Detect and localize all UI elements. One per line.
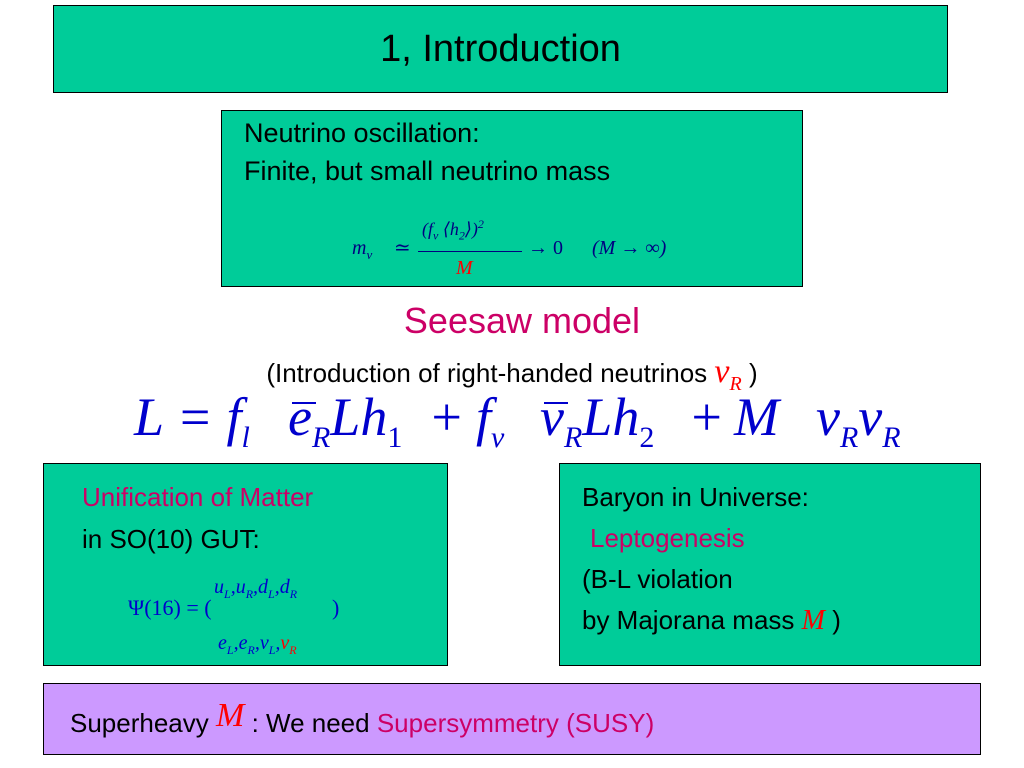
baryon-line-1: Baryon in Universe: <box>582 482 809 512</box>
lagrangian-e-term: eRLh1 <box>288 387 403 454</box>
oscillation-line-1: Neutrino oscillation: <box>244 118 480 148</box>
baryon-line-2: Leptogenesis <box>590 523 745 553</box>
formula-numerator: (fν ⟨h2⟩)2 <box>422 217 484 243</box>
formula-denominator: M <box>456 257 473 279</box>
baryon-line-4: by Majorana mass M ) <box>582 605 841 636</box>
formula-arrow: → 0 <box>528 237 563 259</box>
lagrangian-f-nu: fν <box>476 387 505 454</box>
formula-limit: (M → ∞) <box>592 237 667 259</box>
susy-text: Supersymmetry (SUSY) <box>376 708 655 738</box>
lagrangian-M: M <box>734 387 779 447</box>
formula-approx: ≃ <box>394 237 411 259</box>
seesaw-subtitle: (Introduction of right-handed neutrinos … <box>266 353 758 395</box>
quark-row: uL,uR,dL,dR <box>214 576 298 601</box>
baryon-box: Baryon in Universe: Leptogenesis (B-L vi… <box>559 463 981 666</box>
superheavy-line: Superheavy M : We need Supersymmetry (SU… <box>70 697 655 739</box>
psi-close: ) <box>332 595 340 620</box>
nu-bar <box>544 402 568 404</box>
lagrangian-nu-term: νRLh2 <box>540 387 655 454</box>
plus-2: + <box>688 387 725 447</box>
unification-line-1: Unification of Matter <box>82 482 314 512</box>
plus-1: + <box>428 387 465 447</box>
slide-title: 1, Introduction <box>380 27 621 70</box>
e-bar <box>292 402 316 404</box>
lagrangian-nu-nu: νRνR <box>816 387 901 454</box>
lepton-row: eL,eR,νL,νR <box>218 632 297 657</box>
superheavy-M: M <box>216 697 245 734</box>
title-box: 1, Introduction <box>53 5 948 93</box>
baryon-line-3: (B-L violation <box>582 564 733 594</box>
fraction-bar <box>418 251 522 252</box>
oscillation-box: Neutrino oscillation: Finite, but small … <box>221 110 803 287</box>
oscillation-line-2: Finite, but small neutrino mass <box>244 156 611 186</box>
psi-label: Ψ(16) = ( <box>128 595 212 620</box>
seesaw-heading: Seesaw model <box>403 300 641 341</box>
unification-line-2: in SO(10) GUT: <box>82 524 260 554</box>
superheavy-box: Superheavy M : We need Supersymmetry (SU… <box>43 683 981 755</box>
unification-box: Unification of Matter in SO(10) GUT: Ψ(1… <box>43 463 448 666</box>
lagrangian-lhs: L = fl <box>134 387 250 454</box>
majorana-M: M <box>801 605 825 636</box>
formula-m: mν <box>352 237 373 262</box>
nu-r-symbol: νR <box>714 353 742 395</box>
